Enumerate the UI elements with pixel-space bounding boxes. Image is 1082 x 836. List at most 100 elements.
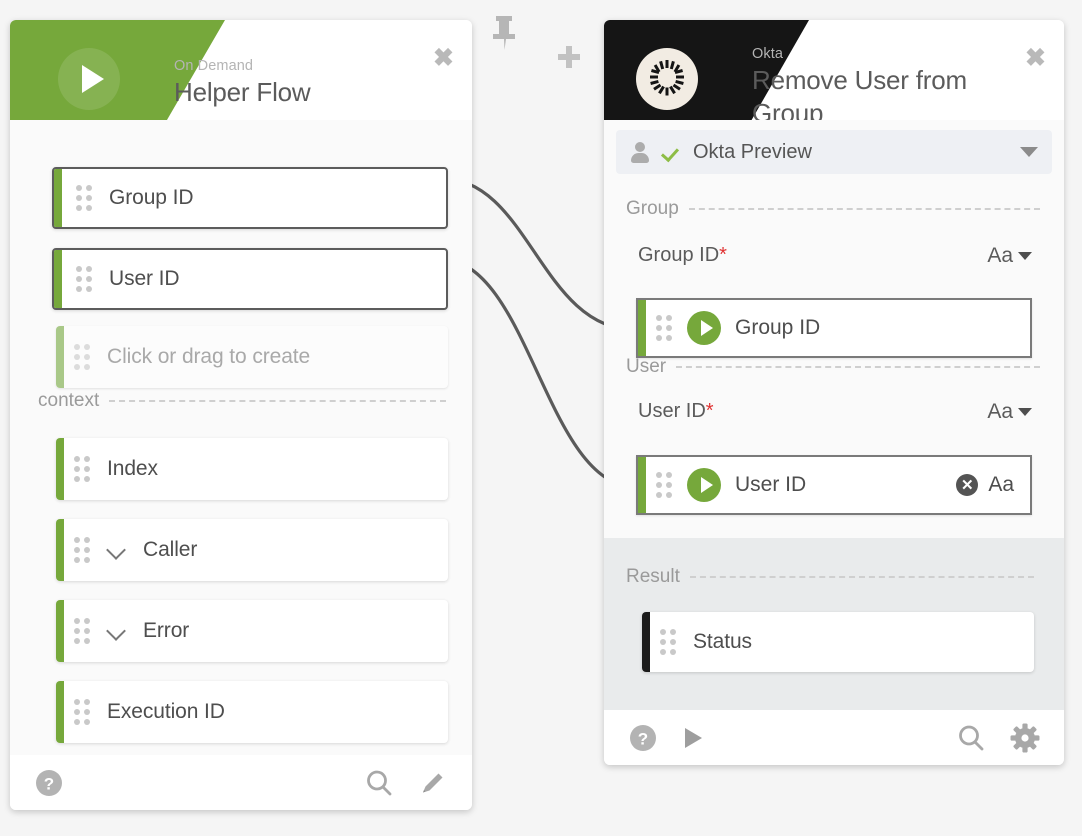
helper-flow-footer: ? bbox=[10, 755, 472, 810]
okta-logo-glyph bbox=[650, 60, 684, 96]
section-divider bbox=[109, 400, 446, 402]
row-accent-bar bbox=[56, 600, 64, 662]
context-row-index[interactable]: Index bbox=[56, 438, 448, 500]
close-icon[interactable]: ✖ bbox=[433, 44, 454, 72]
section-label: context bbox=[38, 390, 100, 411]
help-glyph: ? bbox=[36, 769, 62, 796]
drag-handle[interactable] bbox=[74, 617, 91, 645]
connection-name: Okta Preview bbox=[693, 140, 812, 163]
section-label: User bbox=[626, 356, 667, 377]
drag-handle[interactable] bbox=[74, 536, 91, 564]
okta-action-footer: ? bbox=[604, 710, 1064, 765]
row-accent-bar bbox=[54, 250, 62, 308]
helper-flow-header: On Demand Helper Flow ✖ bbox=[10, 20, 472, 120]
okta-logo-icon bbox=[636, 48, 698, 110]
connection-selector[interactable]: Okta Preview bbox=[616, 130, 1052, 174]
header-subtitle: Okta bbox=[752, 46, 784, 62]
drag-handle[interactable] bbox=[656, 471, 673, 499]
row-label: Execution ID bbox=[107, 700, 225, 723]
context-row-caller[interactable]: Caller bbox=[56, 519, 448, 581]
field-value-user-id[interactable]: User ID ✕ Aa bbox=[636, 455, 1032, 515]
section-divider bbox=[688, 208, 1040, 210]
pin-icon[interactable] bbox=[489, 14, 519, 57]
chevron-down-icon[interactable] bbox=[107, 621, 127, 641]
help-glyph: ? bbox=[630, 724, 656, 751]
header-text: Okta Remove User from Group bbox=[752, 46, 1020, 120]
section-divider bbox=[676, 366, 1040, 368]
row-accent-bar bbox=[56, 438, 64, 500]
pencil-glyph bbox=[423, 773, 443, 792]
edit-pencil-icon[interactable] bbox=[418, 768, 448, 798]
add-icon[interactable] bbox=[556, 44, 582, 75]
row-label: Status bbox=[693, 630, 752, 653]
type-control-group-id[interactable]: Aa bbox=[987, 244, 1032, 268]
pin-glyph bbox=[493, 16, 515, 50]
page-title: Helper Flow bbox=[174, 76, 311, 107]
drag-handle[interactable] bbox=[76, 265, 93, 293]
run-play-icon[interactable] bbox=[680, 725, 706, 751]
check-icon bbox=[662, 144, 679, 161]
section-context: context bbox=[38, 390, 446, 412]
settings-gear-icon[interactable] bbox=[1010, 723, 1040, 753]
field-label-user-id: User ID* bbox=[638, 400, 714, 423]
context-row-error[interactable]: Error bbox=[56, 600, 448, 662]
help-icon[interactable]: ? bbox=[34, 768, 64, 798]
page-title: Remove User from Group bbox=[752, 64, 967, 120]
section-divider bbox=[689, 576, 1034, 578]
svg-text:?: ? bbox=[44, 774, 54, 793]
help-icon[interactable]: ? bbox=[628, 723, 658, 753]
footer-right-icons bbox=[364, 768, 448, 798]
field-value-group-id[interactable]: Group ID bbox=[636, 298, 1032, 358]
context-row-execution-id[interactable]: Execution ID bbox=[56, 681, 448, 743]
section-user: User bbox=[626, 356, 1040, 378]
row-label: Caller bbox=[143, 538, 198, 561]
search-glyph bbox=[959, 725, 984, 750]
play-icon bbox=[687, 311, 721, 345]
row-accent-bar bbox=[56, 326, 64, 388]
type-control-label: Aa bbox=[987, 244, 1013, 267]
type-control-user-id[interactable]: Aa bbox=[987, 400, 1032, 424]
helper-flow-card: On Demand Helper Flow ✖ Group ID User ID… bbox=[10, 20, 472, 810]
section-result: Result bbox=[626, 566, 1034, 588]
drag-handle[interactable] bbox=[656, 314, 673, 342]
drag-handle[interactable] bbox=[74, 343, 91, 371]
drag-handle[interactable] bbox=[660, 628, 677, 656]
input-row-create-placeholder[interactable]: Click or drag to create bbox=[56, 326, 448, 388]
inline-type-label[interactable]: Aa bbox=[988, 473, 1014, 496]
row-accent-bar bbox=[54, 169, 62, 227]
row-label: Index bbox=[107, 457, 158, 480]
chevron-down-icon bbox=[1018, 408, 1032, 416]
row-label: Error bbox=[143, 619, 190, 642]
required-marker: * bbox=[719, 244, 727, 266]
header-subtitle: On Demand bbox=[174, 58, 254, 74]
input-row-group-id[interactable]: Group ID bbox=[52, 167, 448, 229]
drag-handle[interactable] bbox=[76, 184, 93, 212]
input-row-user-id[interactable]: User ID bbox=[52, 248, 448, 310]
section-label: Result bbox=[626, 566, 680, 587]
search-glyph bbox=[367, 770, 392, 795]
okta-action-card: Okta Remove User from Group ✖ Okta Previ… bbox=[604, 20, 1064, 765]
chevron-down-icon[interactable] bbox=[107, 540, 127, 560]
value-accent-bar bbox=[638, 457, 646, 513]
drag-handle[interactable] bbox=[74, 698, 91, 726]
drag-handle[interactable] bbox=[74, 455, 91, 483]
clear-value-icon[interactable]: ✕ bbox=[956, 474, 979, 496]
field-label-text: User ID bbox=[638, 400, 706, 422]
play-triangle bbox=[81, 65, 104, 93]
search-icon[interactable] bbox=[364, 768, 394, 798]
play-icon bbox=[687, 468, 721, 502]
field-label-group-id: Group ID* bbox=[638, 244, 727, 267]
result-pane: Result Status bbox=[604, 538, 1064, 710]
header-text: On Demand Helper Flow bbox=[174, 58, 311, 109]
helper-flow-body: Group ID User ID Click or drag to create… bbox=[10, 120, 472, 775]
person-icon bbox=[630, 142, 650, 163]
chevron-down-icon bbox=[1018, 252, 1032, 260]
row-accent-bar bbox=[642, 612, 650, 672]
close-icon[interactable]: ✖ bbox=[1025, 44, 1046, 72]
row-accent-bar bbox=[56, 681, 64, 743]
search-icon[interactable] bbox=[956, 723, 986, 753]
footer-right-icons bbox=[956, 723, 1040, 753]
result-row-status[interactable]: Status bbox=[642, 612, 1034, 672]
chevron-down-icon[interactable] bbox=[1020, 147, 1038, 157]
